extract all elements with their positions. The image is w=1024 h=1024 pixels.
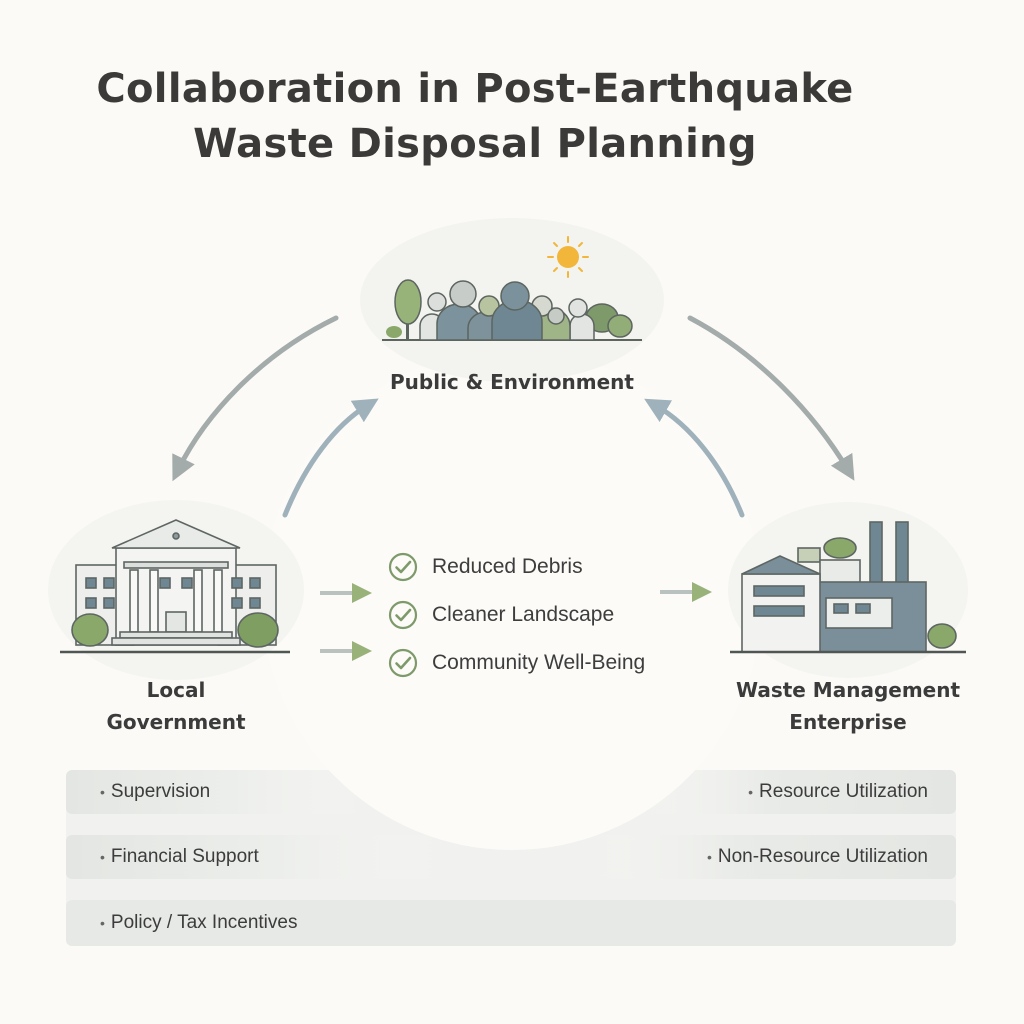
sun-icon (547, 236, 589, 278)
waste-enterprise-label: Waste Management Enterprise (718, 674, 978, 738)
enterprise-role-item: • Non-Resource Utilization (707, 835, 928, 879)
bush-icon (585, 303, 633, 338)
arrow-enterprise-to-public (644, 398, 745, 518)
waste-facility-icon (730, 521, 966, 654)
bullet-icon: • (748, 784, 754, 800)
public-illustration (382, 236, 642, 341)
waste-enterprise-label-line-1: Waste Management (735, 678, 961, 702)
page-title: Collaboration in Post-Earthquake Waste D… (0, 62, 950, 172)
benefit-item: Community Well-Being (388, 647, 645, 679)
government-role-label: Supervision (110, 781, 211, 802)
government-building-icon (60, 519, 290, 654)
government-role-item: • Policy / Tax Incentives (100, 901, 297, 945)
check-circle-icon (388, 600, 418, 630)
title-line-1: Collaboration in Post-Earthquake (96, 66, 854, 112)
enterprise-role-label: Non-Resource Utilization (717, 846, 928, 867)
local-government-label: Local Government (76, 674, 276, 738)
check-circle-icon (388, 552, 418, 582)
benefit-item: Reduced Debris (388, 551, 583, 583)
enterprise-role-item: • Resource Utilization (748, 770, 928, 814)
arrow-government-to-public (282, 398, 379, 518)
arrow-public-to-enterprise (687, 315, 855, 481)
government-role-label: Financial Support (110, 846, 259, 867)
tree-icon (386, 279, 422, 340)
local-government-label-line-1: Local (146, 678, 206, 702)
role-bars-background (66, 770, 956, 946)
title-line-2: Waste Disposal Planning (193, 121, 757, 167)
check-circle-icon (388, 648, 418, 678)
benefit-label: Cleaner Landscape (432, 603, 615, 626)
enterprise-role-label: Resource Utilization (759, 781, 928, 802)
bullet-icon: • (100, 849, 105, 865)
government-role-item: • Financial Support (100, 835, 259, 879)
bullet-icon: • (100, 784, 105, 800)
arrow-public-to-government (172, 315, 339, 482)
benefit-item: Cleaner Landscape (388, 599, 614, 631)
people-group-icon (419, 280, 595, 341)
waste-enterprise-label-line-2: Enterprise (789, 710, 907, 734)
government-role-label: Policy / Tax Incentives (110, 912, 298, 933)
bullet-icon: • (100, 915, 105, 931)
benefit-label: Reduced Debris (432, 555, 583, 578)
government-role-item: • Supervision (100, 770, 210, 814)
public-environment-label: Public & Environment (390, 370, 634, 394)
local-government-label-line-2: Government (106, 710, 246, 734)
benefit-label: Community Well-Being (432, 651, 646, 674)
bullet-icon: • (706, 849, 712, 865)
center-circle (262, 350, 762, 850)
